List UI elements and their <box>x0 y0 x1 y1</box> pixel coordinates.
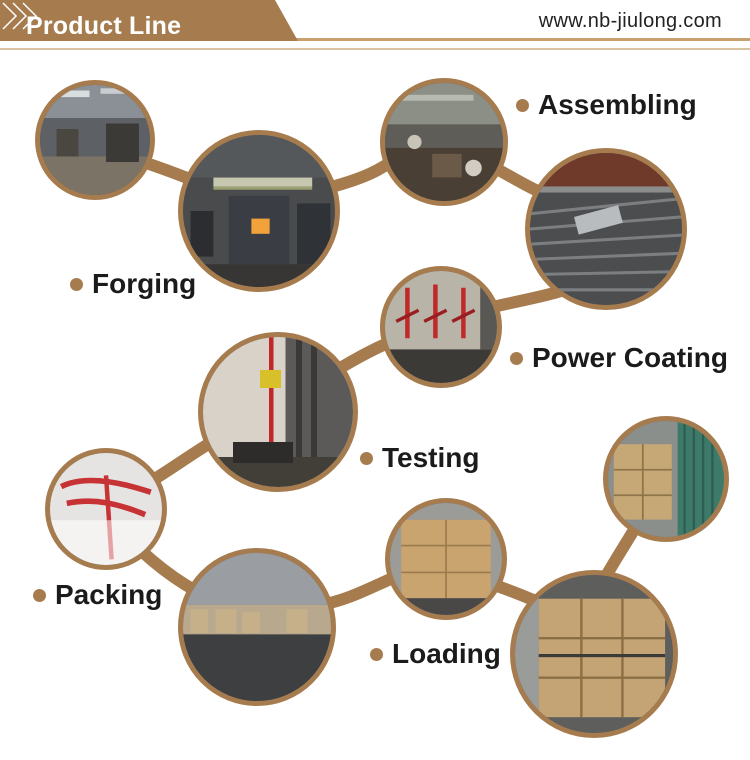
bullet-dot <box>510 351 523 365</box>
forging-press-photo <box>178 130 340 292</box>
container-loading-photo <box>603 416 729 542</box>
step-label-testing: Testing <box>360 442 479 474</box>
step-label-forging: Forging <box>70 268 196 300</box>
step-label-packing: Packing <box>33 579 162 611</box>
bullet-dot <box>70 277 83 291</box>
bullet-dot <box>370 647 383 661</box>
factory-floor-photo <box>35 80 155 200</box>
step-label-text: Packing <box>55 579 163 610</box>
warehouse-pallets-photo <box>178 548 336 706</box>
coated-chains-photo <box>525 148 687 310</box>
step-label-power-coating: Power Coating <box>510 342 728 374</box>
step-label-text: Power Coating <box>532 342 729 373</box>
header-bar: Product Line www.nb-jiulong.com <box>0 0 750 60</box>
bullet-dot <box>360 451 373 465</box>
bullet-dot <box>516 98 529 112</box>
header-background <box>0 0 750 50</box>
load-binder-test-photo <box>198 332 358 492</box>
red-binders-rack-photo <box>380 266 502 388</box>
step-label-text: Loading <box>392 638 501 669</box>
website-url: www.nb-jiulong.com <box>538 10 722 32</box>
step-label-assembling: Assembling <box>516 89 697 121</box>
cartons-pallet-photo <box>385 498 507 620</box>
step-label-text: Testing <box>382 442 480 473</box>
bullet-dot <box>33 588 46 602</box>
assembling-workers-photo <box>380 78 508 206</box>
page-title: Product Line <box>26 12 182 40</box>
step-label-loading: Loading <box>370 638 501 670</box>
step-label-text: Forging <box>92 268 197 299</box>
step-label-text: Assembling <box>538 89 697 120</box>
double-chevron-right-icon <box>2 2 38 30</box>
cartons-in-container-photo <box>510 570 678 738</box>
bagged-binders-photo <box>45 448 167 570</box>
